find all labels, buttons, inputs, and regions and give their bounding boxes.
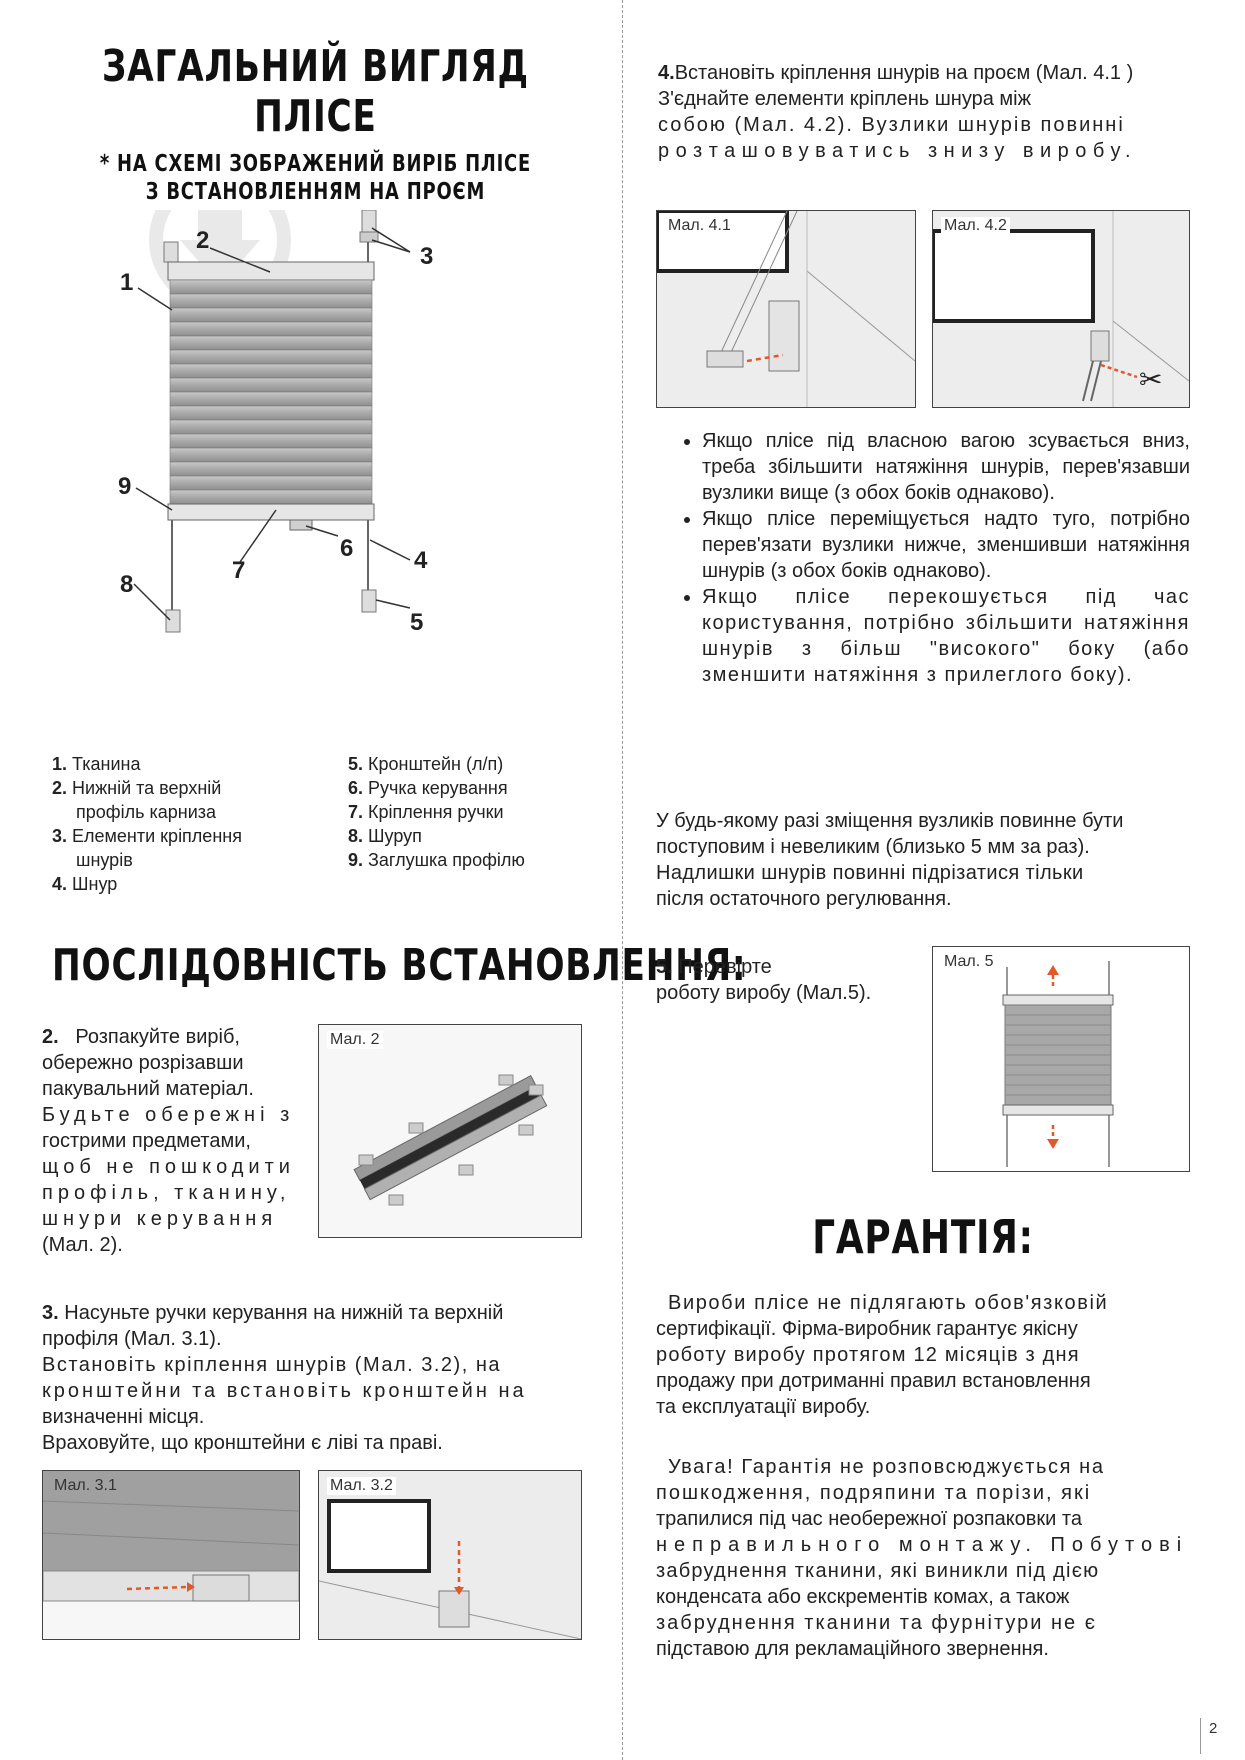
figure-2: Мал. 2 xyxy=(318,1024,582,1238)
adjustment-note: У будь-якому разі зміщення вузликів пови… xyxy=(656,810,1124,910)
general-view-subtitle: * НА СХЕМІ ЗОБРАЖЕНИЙ ВИРІБ ПЛІСЕ З ВСТА… xyxy=(60,150,570,206)
figure-3-2: Мал. 3.2 xyxy=(318,1470,582,1640)
page-divider xyxy=(622,0,623,1760)
step-3-text: 3. Насуньте ручки керування на нижній та… xyxy=(42,1302,527,1454)
legend-column-2: 5. Кронштейн (л/п) 6. Ручка керування 7.… xyxy=(348,752,598,872)
legend-item: 4. Шнур xyxy=(52,874,118,894)
fabric-pleats xyxy=(169,279,373,505)
step-2-text: 2. Розпакуйте виріб, обережно розрізавши… xyxy=(42,1026,295,1256)
callout-1: 1 xyxy=(120,269,133,296)
callout-8: 8 xyxy=(120,571,133,598)
warranty-title: ГАРАНТІЯ: xyxy=(812,1210,1034,1264)
legend-column-1: 1. Тканина 2. Нижній та верхній профіль … xyxy=(52,752,332,896)
figure-3-2-label: Мал. 3.2 xyxy=(327,1477,396,1495)
page-number: 2 xyxy=(1200,1718,1217,1754)
warranty-paragraph-2: Увага! Гарантія не розповсюджується на п… xyxy=(656,1456,1189,1660)
figure-3-2-illustration xyxy=(319,1471,581,1639)
figure-4-1-label: Мал. 4.1 xyxy=(665,217,734,235)
callout-6: 6 xyxy=(340,535,353,562)
legend-item-cont: профіль карниза xyxy=(76,802,217,822)
diagram-callouts: 1 2 3 4 5 6 7 8 9 xyxy=(118,227,433,636)
legend-item: 2. Нижній та верхній xyxy=(52,778,222,798)
figure-5-illustration xyxy=(1002,961,1114,1167)
figure-3-1: Мал. 3.1 xyxy=(42,1470,300,1640)
callout-2: 2 xyxy=(196,227,209,254)
figure-4-2-illustration: ✂ xyxy=(933,211,1189,407)
step-4-number: 4. xyxy=(658,62,675,84)
callout-4: 4 xyxy=(414,547,428,574)
legend-item: 3. Елементи кріплення xyxy=(52,826,242,846)
warranty-title-wrap: ГАРАНТІЯ: xyxy=(656,1210,1190,1264)
installation-title: ПОСЛІДОВНІСТЬ ВСТАНОВЛЕННЯ: xyxy=(52,940,747,991)
figure-3-1-label: Мал. 3.1 xyxy=(54,1477,117,1494)
step-5-number: 5. xyxy=(656,956,673,978)
bullet-item: Якщо плісе під власною вагою зсувається … xyxy=(702,428,1190,506)
scissors-icon: ✂ xyxy=(1139,363,1162,396)
adjustment-bullets: Якщо плісе під власною вагою зсувається … xyxy=(656,428,1190,688)
step-4-text: 4.Встановіть кріплення шнурів на проєм (… xyxy=(658,62,1137,162)
legend-item: 7. Кріплення ручки xyxy=(348,802,504,822)
callout-5: 5 xyxy=(410,609,423,636)
warranty-paragraph-1: Вироби плісе не підлягають обов'язковій … xyxy=(656,1292,1109,1418)
callout-9: 9 xyxy=(118,473,131,500)
step-5-text: 5. Перевірте роботу виробу (Мал.5). xyxy=(656,956,872,1004)
figure-4-2: Мал. 4.2 ✂ xyxy=(932,210,1190,408)
legend-item: 1. Тканина xyxy=(52,754,141,774)
figure-5-label: Мал. 5 xyxy=(941,953,997,971)
figure-4-1: Мал. 4.1 xyxy=(656,210,916,408)
legend-item: 6. Ручка керування xyxy=(348,778,508,798)
figure-2-illustration xyxy=(353,1074,548,1206)
subtitle-line-2: З ВСТАНОВЛЕННЯМ НА ПРОЄМ xyxy=(145,179,486,205)
pleated-blind-diagram: 1 2 3 4 5 6 7 8 9 xyxy=(118,210,433,636)
figure-4-2-label: Мал. 4.2 xyxy=(941,217,1010,235)
general-view-title: ЗАГАЛЬНИЙ ВИГЛЯД ПЛІСЕ xyxy=(60,42,570,142)
step-2-number: 2. xyxy=(42,1026,59,1048)
legend-item: 8. Шуруп xyxy=(348,826,422,846)
figure-3-1-illustration xyxy=(43,1471,299,1602)
callout-3: 3 xyxy=(420,243,433,270)
installation-title-wrap: ПОСЛІДОВНІСТЬ ВСТАНОВЛЕННЯ: xyxy=(52,940,747,992)
figure-2-label: Мал. 2 xyxy=(327,1031,383,1049)
bullet-item: Якщо плісе перекошується під час користу… xyxy=(702,584,1190,688)
title-line-2: ПЛІСЕ xyxy=(254,91,377,142)
legend-item: 5. Кронштейн (л/п) xyxy=(348,754,504,774)
step-3-number: 3. xyxy=(42,1302,59,1324)
bullet-item: Якщо плісе переміщується надто туго, пот… xyxy=(702,506,1190,584)
callout-7: 7 xyxy=(232,557,245,584)
figure-4-1-illustration xyxy=(657,211,915,407)
legend-item-cont: шнурів xyxy=(76,850,133,870)
figure-5: Мал. 5 xyxy=(932,946,1190,1172)
subtitle-line-1: * НА СХЕМІ ЗОБРАЖЕНИЙ ВИРІБ ПЛІСЕ xyxy=(99,151,532,177)
title-line-1: ЗАГАЛЬНИЙ ВИГЛЯД xyxy=(101,41,529,92)
legend-item: 9. Заглушка профілю xyxy=(348,850,525,870)
